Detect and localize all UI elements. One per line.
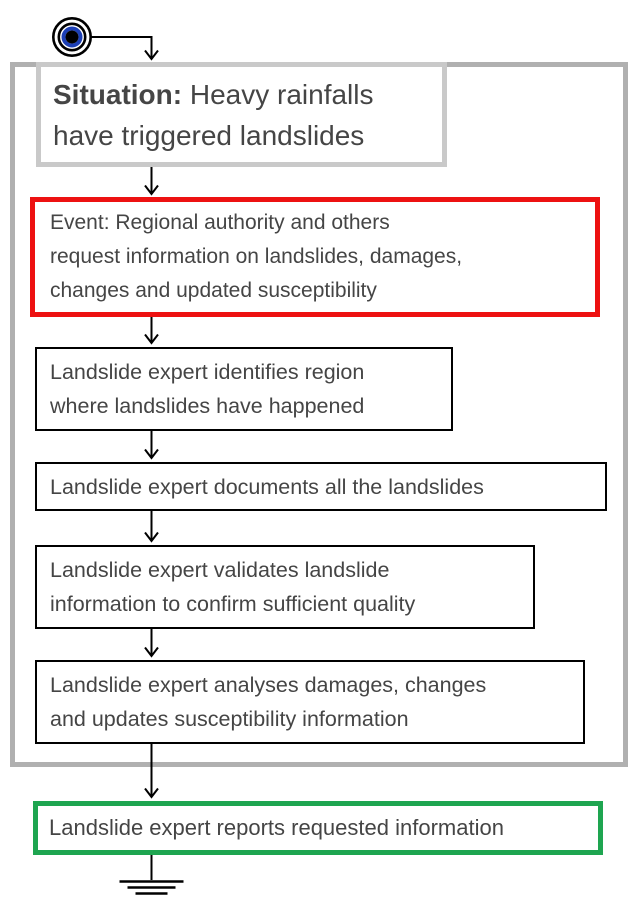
event-line-2: request information on landslides, damag… bbox=[50, 245, 463, 268]
situation-box: Situation: Heavy rainfalls have triggere… bbox=[36, 62, 447, 167]
step-line: Landslide expert analyses damages, chang… bbox=[50, 673, 487, 697]
step-box-identify-region: Landslide expert identifies region where… bbox=[35, 347, 453, 431]
report-box: Landslide expert reports requested infor… bbox=[33, 801, 603, 855]
situation-line-1: Situation: Heavy rainfalls bbox=[53, 74, 442, 115]
step-line: where landslides have happened bbox=[50, 394, 365, 418]
step-line: Landslide expert documents all the lands… bbox=[50, 474, 484, 499]
ground-terminator-icon bbox=[119, 880, 184, 895]
start-node-icon bbox=[51, 16, 93, 58]
situation-line-1-rest: Heavy rainfalls bbox=[182, 78, 374, 110]
step-line: Landslide expert identifies region bbox=[50, 360, 365, 384]
step-line: and updates susceptibility information bbox=[50, 707, 409, 731]
step-box-validate-information: Landslide expert validates landslide inf… bbox=[35, 545, 535, 629]
step-box-document-landslides: Landslide expert documents all the lands… bbox=[35, 462, 607, 511]
event-line-1: Event: Regional authority and others bbox=[50, 211, 390, 234]
step-box-analyse-damages: Landslide expert analyses damages, chang… bbox=[35, 660, 585, 744]
start-connector-arrow bbox=[91, 36, 159, 61]
step-line: Landslide expert validates landslide bbox=[50, 558, 390, 582]
step-line: information to confirm sufficient qualit… bbox=[50, 592, 416, 616]
situation-label: Situation: bbox=[53, 78, 183, 110]
situation-line-2: have triggered landslides bbox=[53, 119, 365, 151]
report-line: Landslide expert reports requested infor… bbox=[49, 815, 504, 840]
event-line-3: changes and updated susceptibility bbox=[50, 279, 377, 302]
event-box: Event: Regional authority and others req… bbox=[30, 197, 600, 317]
